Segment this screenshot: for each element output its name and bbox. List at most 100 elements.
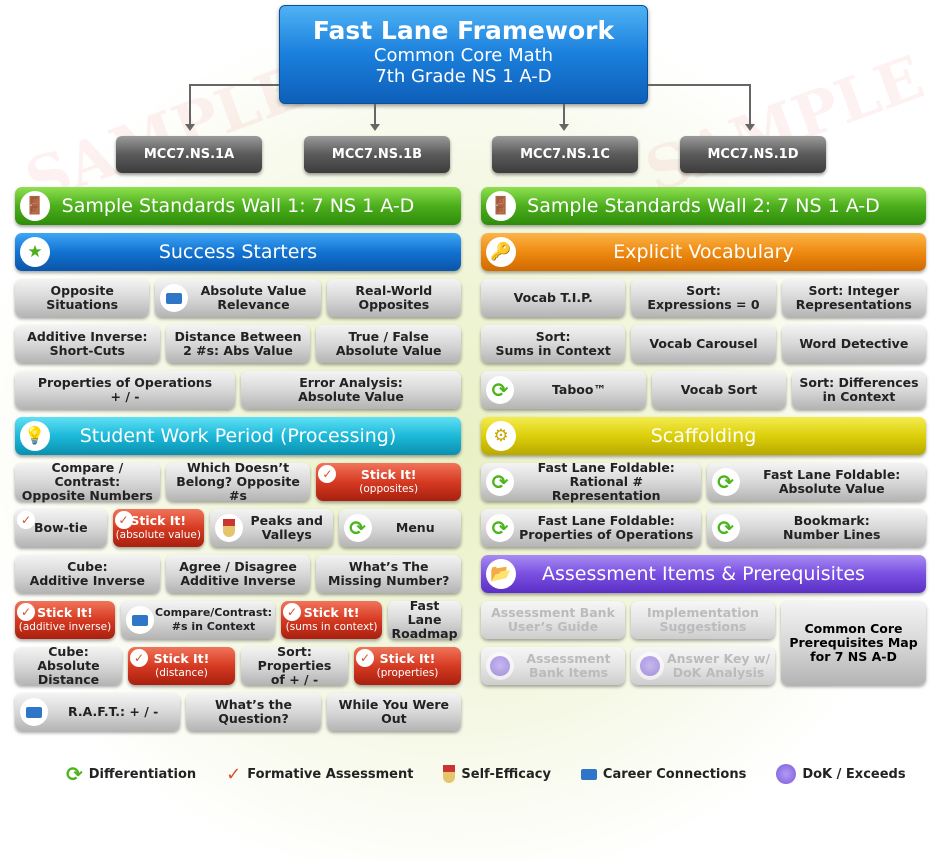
btn-stick-it-additive-inverse[interactable]: ✓Stick It!(additive inverse): [15, 601, 115, 639]
btn-answer-key[interactable]: Answer Key w/ DoK Analysis: [631, 647, 775, 685]
btn-foldable-rational[interactable]: ⟳ Fast Lane Foldable: Rational # Represen…: [481, 460, 701, 503]
standard-1b[interactable]: MCC7.NS.1B: [304, 136, 450, 173]
explicit-vocabulary-header[interactable]: 🔑Explicit Vocabulary: [481, 233, 926, 271]
btn-properties-of-operations[interactable]: Properties of Operations + / -: [15, 371, 235, 409]
standard-1d[interactable]: MCC7.NS.1D: [680, 136, 826, 173]
btn-peaks-and-valleys[interactable]: Peaks and Valleys: [210, 509, 333, 547]
lightbulb-icon: 💡: [20, 421, 50, 451]
btn-bow-tie[interactable]: ✓Bow-tie: [15, 509, 107, 547]
legend-career-connections: Career Connections: [580, 766, 747, 782]
btn-whats-the-question[interactable]: What’s the Question?: [186, 693, 321, 731]
label: Explicit Vocabulary: [613, 241, 794, 263]
btn-taboo[interactable]: ⟳Taboo™: [481, 371, 646, 409]
dok-starburst-icon: [776, 764, 797, 784]
standards-wall-2-button[interactable]: 🚪Sample Standards Wall 2: 7 NS 1 A-D: [481, 187, 926, 225]
btn-word-detective[interactable]: Word Detective: [781, 325, 926, 363]
btn-raft[interactable]: R.A.F.T.: + / -: [15, 693, 181, 731]
btn-which-doesnt-belong[interactable]: Which Doesn’t Belong? Opposite #s: [165, 461, 311, 503]
btn-absolute-value-relevance[interactable]: Absolute Value Relevance: [155, 279, 321, 317]
btn-sort-expressions[interactable]: Sort: Expressions = 0: [631, 279, 776, 317]
legend-differentiation: ⟳Differentiation: [66, 762, 196, 786]
medal-icon: [215, 514, 243, 542]
student-work-period-header[interactable]: 💡Student Work Period (Processing): [15, 417, 461, 455]
btn-fast-lane-roadmap[interactable]: Fast Lane Roadmap: [388, 599, 461, 641]
btn-distance-between[interactable]: Distance Between 2 #s: Abs Value: [165, 325, 311, 363]
btn-implementation-suggestions[interactable]: Implementation Suggestions: [631, 601, 775, 639]
btn-foldable-absolute-value[interactable]: ⟳Fast Lane Foldable: Absolute Value: [706, 463, 926, 501]
btn-missing-number[interactable]: What’s The Missing Number?: [316, 555, 462, 593]
btn-compare-contrast-opposites[interactable]: Compare / Contrast: Opposite Numbers: [15, 461, 160, 503]
label: Peaks and Valleys: [250, 513, 323, 542]
standard-1a[interactable]: MCC7.NS.1A: [116, 136, 262, 173]
standard-1c[interactable]: MCC7.NS.1C: [492, 136, 638, 173]
btn-real-world-opposites[interactable]: Real-World Opposites: [326, 279, 461, 317]
cycle-icon: ⟳: [486, 514, 514, 542]
btn-sort-properties[interactable]: Sort: Properties of + / -: [241, 645, 348, 687]
assessment-header[interactable]: 📂 Assessment Items & Prerequisites: [481, 555, 926, 593]
medal-icon: [443, 765, 456, 783]
briefcase-icon: [20, 698, 48, 726]
label: Formative Assessment: [247, 766, 414, 782]
label: Bow-tie: [33, 520, 88, 535]
connector: [648, 84, 751, 86]
legend-formative-assessment: ✓Formative Assessment: [226, 764, 413, 785]
btn-stick-it-properties[interactable]: ✓Stick It!(properties): [354, 647, 461, 685]
label: Fast Lane Foldable: Properties of Operat…: [519, 513, 694, 542]
btn-menu[interactable]: ⟳Menu: [338, 509, 461, 547]
label: Scaffolding: [650, 425, 757, 447]
check-icon: ✓: [17, 603, 35, 621]
btn-vocab-carousel[interactable]: Vocab Carousel: [631, 325, 776, 363]
check-icon: ✓: [318, 465, 337, 483]
btn-vocab-tip[interactable]: Vocab T.I.P.: [481, 279, 626, 317]
btn-bookmark-number-lines[interactable]: ⟳Bookmark: Number Lines: [706, 509, 926, 547]
btn-error-analysis[interactable]: Error Analysis: Absolute Value: [241, 371, 461, 409]
btn-foldable-properties[interactable]: ⟳Fast Lane Foldable: Properties of Opera…: [481, 509, 701, 547]
btn-sort-integer-representations[interactable]: Sort: Integer Representations: [781, 279, 926, 317]
connector: [189, 84, 191, 124]
btn-stick-it-sums[interactable]: ✓Stick It!(sums in context): [281, 601, 383, 639]
folder-icon: 📂: [486, 559, 516, 589]
btn-cube-absolute-distance[interactable]: Cube: Absolute Distance: [15, 645, 122, 687]
label: Stick It!: [379, 651, 436, 666]
door-icon: 🚪: [486, 191, 516, 221]
btn-assessment-bank-guide[interactable]: Assessment Bank User’s Guide: [481, 601, 625, 639]
btn-stick-it-absolute-value[interactable]: ✓Stick It!(absolute value): [112, 509, 204, 547]
connector: [374, 104, 376, 124]
label: Stick It!: [153, 651, 210, 666]
watermark: SAMPLE: [636, 42, 933, 208]
btn-prerequisites-map[interactable]: Common Core Prerequisites Map for 7 NS A…: [781, 601, 926, 685]
btn-sort-sums-in-context[interactable]: Sort: Sums in Context: [481, 325, 626, 363]
label: Compare/Contrast: #s in Context: [155, 606, 273, 633]
standards-wall-1-button[interactable]: 🚪Sample Standards Wall 1: 7 NS 1 A-D: [15, 187, 461, 225]
connector: [190, 84, 279, 86]
arrow-icon: [370, 124, 380, 131]
scaffolding-header[interactable]: ⚙Scaffolding: [481, 417, 926, 455]
success-starters-header[interactable]: ★Success Starters: [15, 233, 461, 271]
btn-stick-it-distance[interactable]: ✓Stick It!(distance): [128, 647, 235, 685]
cycle-icon: ⟳: [486, 468, 514, 496]
btn-assessment-bank-items[interactable]: Assessment Bank Items: [481, 647, 625, 685]
label: Fast Lane Foldable: Absolute Value: [763, 467, 901, 496]
btn-compare-contrast-context[interactable]: Compare/Contrast: #s in Context: [121, 601, 276, 639]
label: Taboo™: [552, 382, 606, 397]
dok-starburst-icon: [636, 652, 664, 680]
btn-agree-disagree[interactable]: Agree / Disagree Additive Inverse: [165, 555, 311, 593]
sublabel: (distance): [155, 667, 208, 679]
label: Assessment Items & Prerequisites: [542, 563, 865, 585]
check-icon: ✓: [114, 511, 133, 529]
btn-true-false[interactable]: True / False Absolute Value: [316, 325, 462, 363]
label: Sample Standards Wall 1: 7 NS 1 A-D: [61, 195, 415, 217]
briefcase-icon: [580, 768, 597, 780]
btn-stick-it-opposites[interactable]: ✓Stick It!(opposites): [316, 463, 462, 501]
btn-sort-differences[interactable]: Sort: Differences in Context: [792, 371, 926, 409]
sublabel: (additive inverse): [18, 621, 112, 633]
btn-while-you-were-out[interactable]: While You Were Out: [326, 693, 461, 731]
btn-opposite-situations[interactable]: Opposite Situations: [15, 279, 150, 317]
label: Career Connections: [602, 766, 747, 782]
btn-vocab-sort[interactable]: Vocab Sort: [652, 371, 786, 409]
check-icon: ✓: [283, 603, 302, 621]
btn-cube-additive-inverse[interactable]: Cube: Additive Inverse: [15, 555, 160, 593]
btn-additive-inverse-shortcuts[interactable]: Additive Inverse: Short-Cuts: [15, 325, 160, 363]
sublabel: (properties): [376, 667, 439, 679]
label: Fast Lane Foldable: Rational # Represent…: [537, 460, 675, 503]
